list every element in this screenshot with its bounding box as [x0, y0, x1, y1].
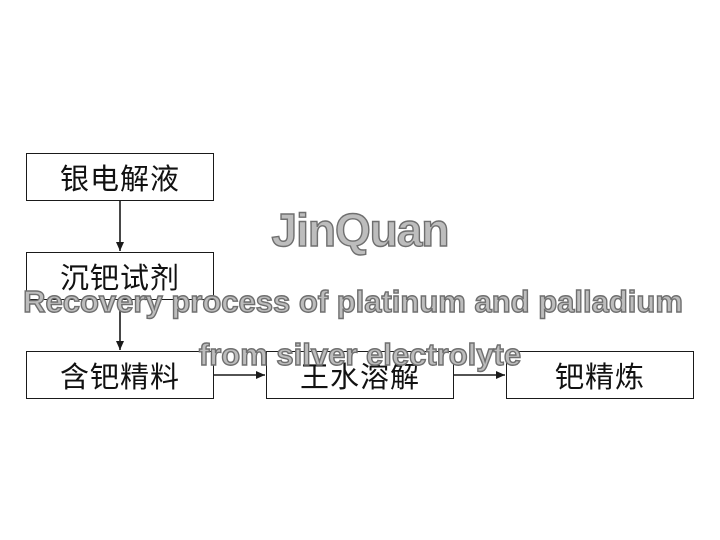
node-aqua-regia-dissolution: 王水溶解	[266, 351, 454, 399]
node-label: 银电解液	[59, 162, 180, 196]
node-label: 沉钯试剂	[59, 261, 180, 295]
watermark-brand: JinQuan	[271, 203, 450, 256]
node-palladium-precipitant: 沉钯试剂	[26, 252, 214, 300]
node-palladium-concentrate: 含钯精料	[26, 351, 214, 399]
node-label: 王水溶解	[299, 360, 420, 394]
node-label: 含钯精料	[59, 360, 180, 394]
watermark-caption-line2: from silver electrolyte	[198, 336, 522, 372]
node-label: 钯精炼	[554, 360, 645, 394]
watermark-caption-line1: Recovery process of platinum and palladi…	[22, 283, 683, 319]
node-silver-electrolyte: 银电解液	[26, 153, 214, 201]
node-palladium-refining: 钯精炼	[506, 351, 694, 399]
